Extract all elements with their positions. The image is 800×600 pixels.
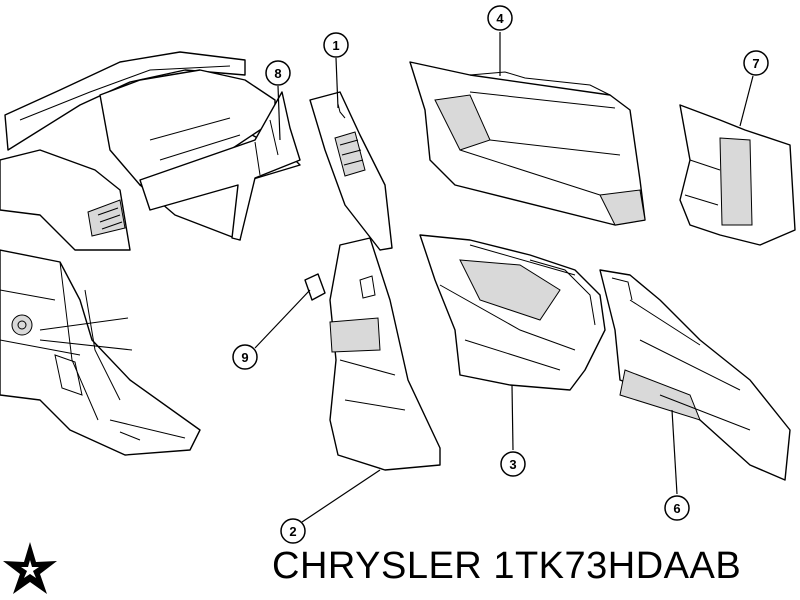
svg-text:2: 2 [289, 524, 296, 539]
svg-text:3: 3 [509, 457, 516, 472]
callout-1: 1 [323, 32, 349, 58]
part-4-cargo-trim [409, 61, 646, 226]
svg-text:6: 6 [673, 501, 680, 516]
part-number: 1TK73HDAAB [493, 545, 742, 587]
part-1-b-pillar-upper [309, 91, 393, 251]
svg-text:4: 4 [496, 11, 504, 26]
part-6-rear-trim [599, 269, 791, 481]
callout-4: 4 [487, 5, 513, 31]
part-9-clip [304, 273, 326, 301]
pentastar-icon [3, 542, 57, 594]
callout-8: 8 [265, 60, 291, 86]
svg-text:7: 7 [752, 56, 759, 71]
brand-name: CHRYSLER [272, 545, 483, 587]
part-8-pillar-trim [139, 91, 301, 241]
svg-text:1: 1 [332, 38, 339, 53]
vehicle-interior-illustration [0, 51, 301, 456]
part-7-quarter-trim [679, 104, 796, 246]
part-3-quarter-panel [419, 234, 606, 391]
svg-text:8: 8 [274, 66, 281, 81]
leader-lines [254, 32, 754, 523]
part-2-b-pillar-lower [329, 237, 441, 471]
callout-9: 9 [232, 344, 258, 370]
callout-2: 2 [280, 518, 306, 544]
callout-6: 6 [664, 495, 690, 521]
part-caption: CHRYSLER 1TK73HDAAB [272, 545, 741, 588]
callout-3: 3 [500, 451, 526, 477]
svg-text:9: 9 [241, 350, 248, 365]
callout-7: 7 [743, 50, 769, 76]
